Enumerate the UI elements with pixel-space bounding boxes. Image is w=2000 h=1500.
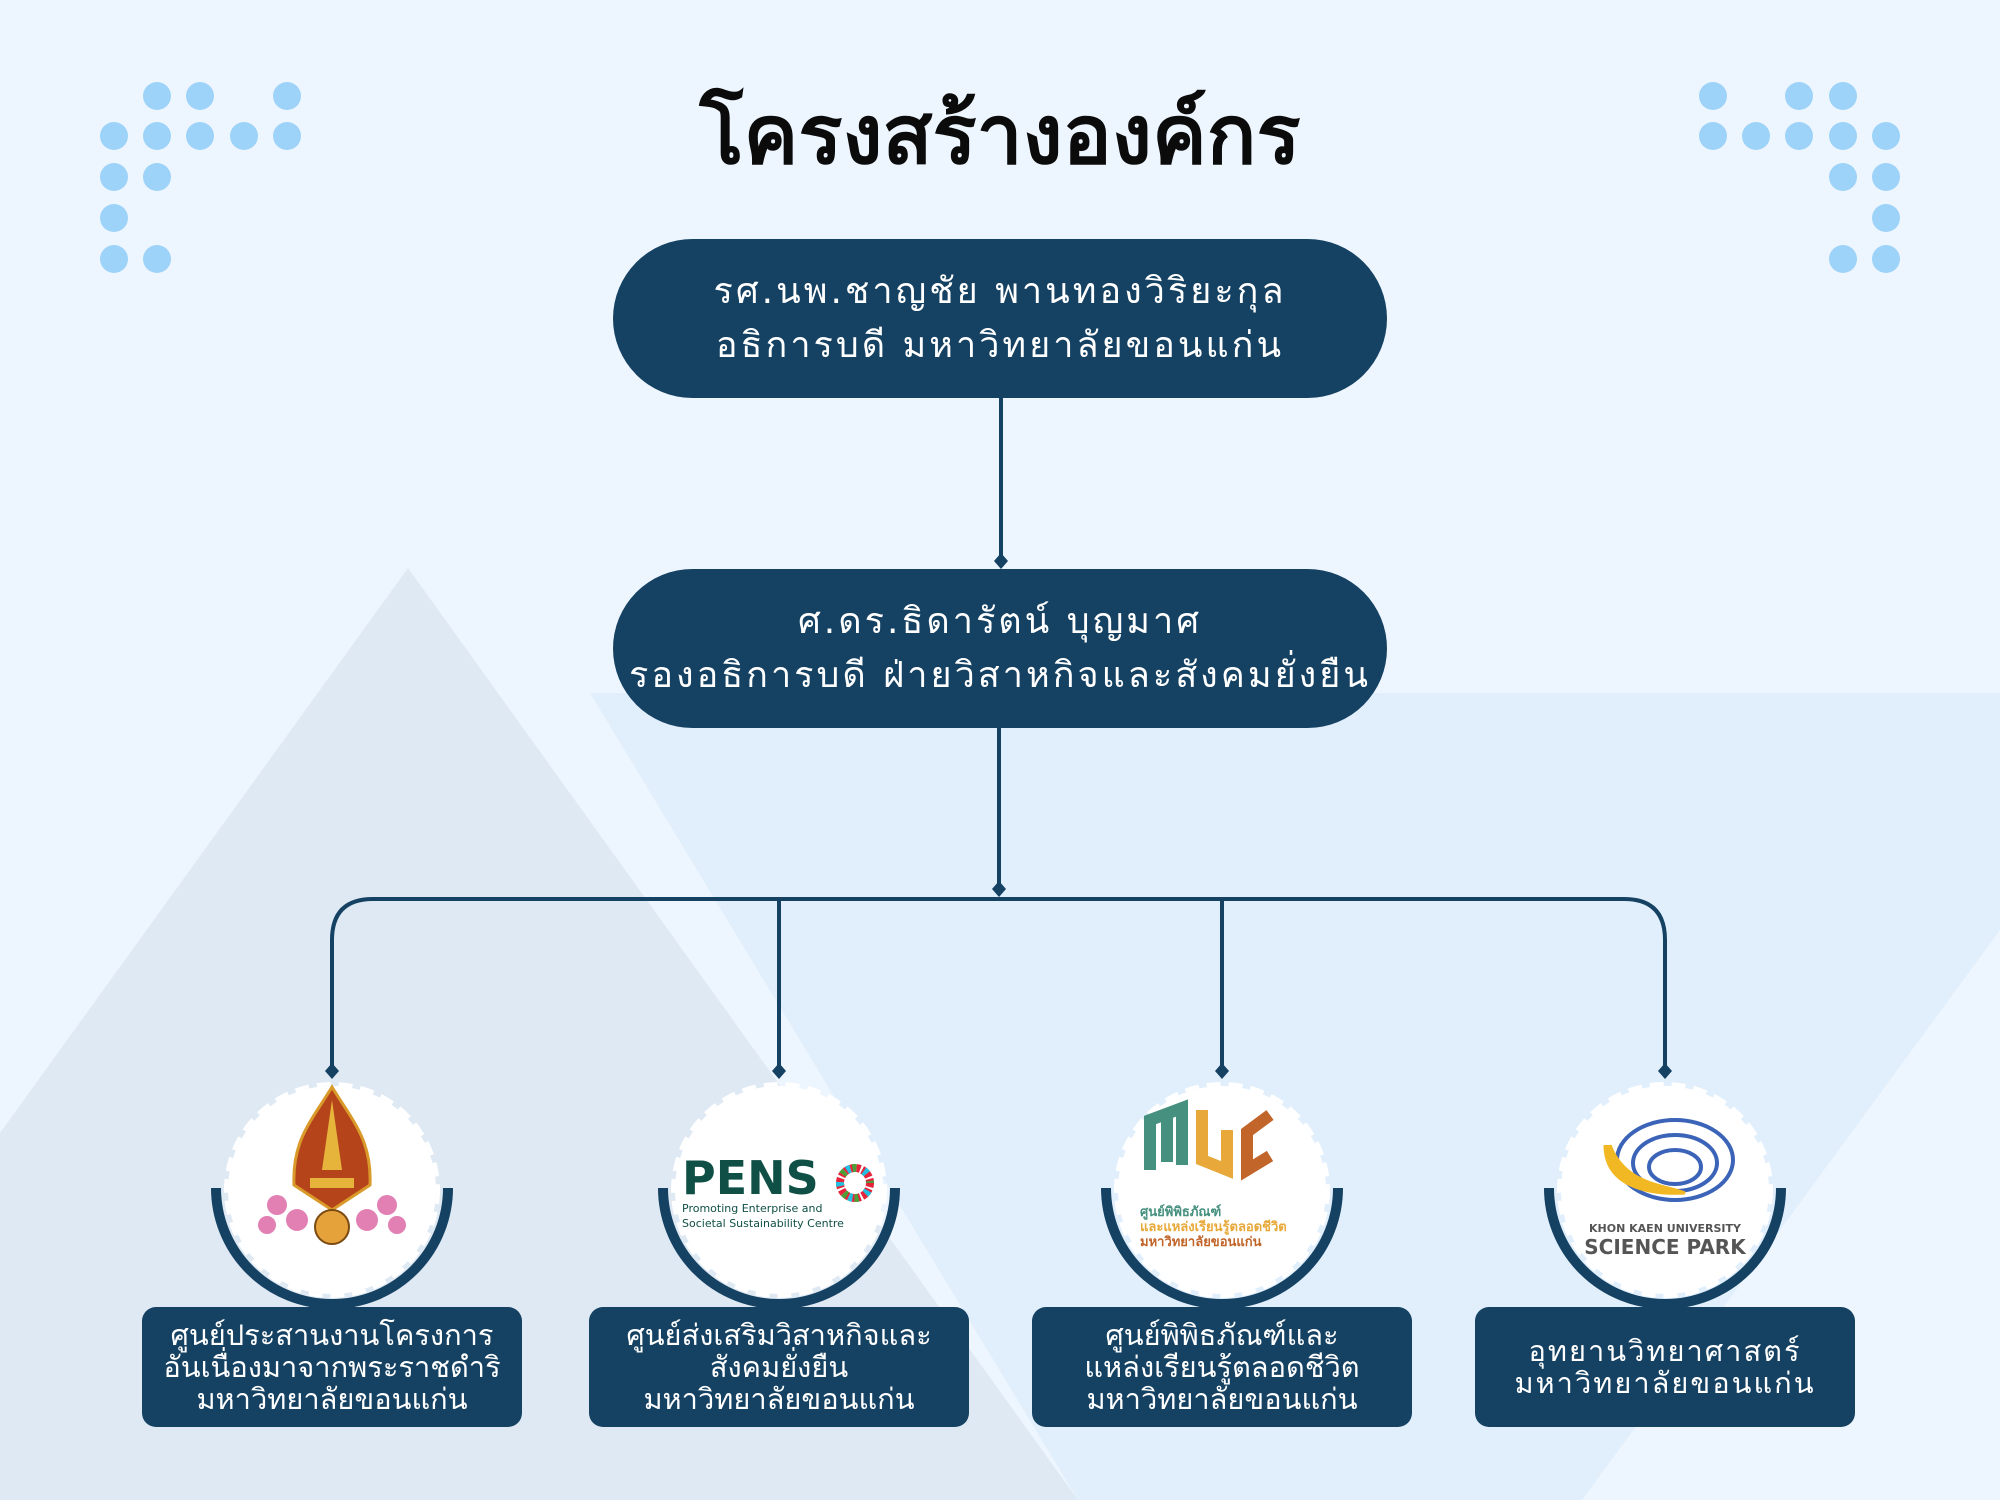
decor-dot [143,122,171,150]
decor-dot [1785,82,1813,110]
unit-label-line: มหาวิทยาลัยขอนแก่น [1514,1366,1816,1400]
science-park-text-2: SCIENCE PARK [1584,1235,1746,1259]
decor-dot [100,122,128,150]
royal-projects-seal-icon [258,1084,406,1245]
president-position: อธิการบดี มหาวิทยาลัยขอนแก่น [715,324,1285,366]
sdg-wheel-icon [836,1164,874,1202]
decor-dot [273,122,301,150]
decor-dot [1872,245,1900,273]
vice-president-name: ศ.ดร.ธิดารัตน์ บุญมาศ [797,600,1203,642]
decor-dot [186,82,214,110]
penso-tagline-2: Societal Sustainability Centre [682,1217,844,1230]
unit-label-line: ศูนย์ประสานงานโครงการ [170,1318,494,1352]
science-park-text-1: KHON KAEN UNIVERSITY [1589,1222,1741,1235]
decor-dot [143,245,171,273]
decor-dot [1699,122,1727,150]
president-name: รศ.นพ.ชาญชัย พานทองวิริยะกุล [713,270,1287,312]
decor-dot [1872,204,1900,232]
decor-dot [100,163,128,191]
mlc-text-3: มหาวิทยาลัยขอนแก่น [1140,1235,1262,1250]
connectors [330,398,1667,1071]
unit-label-line: อันเนื่องมาจากพระราชดำริ [163,1350,501,1384]
penso-logo: PENS Promoting Enterprise and Societal S… [682,1155,882,1231]
page-title: โครงสร้างองค์กร [699,88,1301,183]
unit-museum: ศูนย์พิพิธภัณฑ์และ แหล่งเรียนรู้ตลอดชีวิ… [1032,1307,1412,1427]
decor-dot [273,82,301,110]
decor-dot [1872,163,1900,191]
mlc-text-2: และแหล่งเรียนรู้ตลอดชีวิต [1140,1220,1287,1235]
decor-dot [230,122,258,150]
decor-dot [1829,163,1857,191]
unit-label-line: มหาวิทยาลัยขอนแก่น [643,1382,915,1416]
mlc-logo: ศูนย์พิพิธภัณฑ์ และแหล่งเรียนรู้ตลอดชีวิ… [1140,1205,1320,1250]
unit-royal-projects: ศูนย์ประสานงานโครงการ อันเนื่องมาจากพระร… [142,1307,522,1427]
decor-dot [186,122,214,150]
science-park-logo: KHON KAEN UNIVERSITY SCIENCE PARK [1575,1222,1755,1258]
president-node: รศ.นพ.ชาญชัย พานทองวิริยะกุล อธิการบดี ม… [613,239,1387,398]
unit-label-line: มหาวิทยาลัยขอนแก่น [196,1382,468,1416]
unit-label-line: สังคมยั่งยืน [709,1350,849,1384]
decor-dot [1699,82,1727,110]
decor-dot [100,204,128,232]
connector-diamonds [325,553,1672,1079]
unit-label-line: ศูนย์พิพิธภัณฑ์และ [1105,1318,1339,1352]
unit-label-line: ศูนย์ส่งเสริมวิสาหกิจและ [626,1318,932,1352]
decor-dot [1742,122,1770,150]
unit-penso: ศูนย์ส่งเสริมวิสาหกิจและ สังคมยั่งยืน มห… [589,1307,969,1427]
mlc-mark-icon [1144,1099,1274,1181]
decor-dot [1829,245,1857,273]
mlc-text-1: ศูนย์พิพิธภัณฑ์ [1140,1205,1222,1220]
penso-name: PENS [682,1151,819,1205]
decor-dot [1829,122,1857,150]
unit-label-line: แหล่งเรียนรู้ตลอดชีวิต [1084,1350,1360,1384]
decor-dot [143,163,171,191]
science-park-swirl-icon [1603,1118,1735,1202]
vice-president-position: รองอธิการบดี ฝ่ายวิสาหกิจและสังคมยั่งยืน [629,654,1371,696]
decor-dot [1785,122,1813,150]
decor-dot [100,245,128,273]
unit-label-line: อุทยานวิทยาศาสตร์ [1528,1334,1802,1368]
unit-label-line: มหาวิทยาลัยขอนแก่น [1086,1382,1358,1416]
vice-president-node: ศ.ดร.ธิดารัตน์ บุญมาศ รองอธิการบดี ฝ่ายว… [613,569,1387,728]
decor-dot [143,82,171,110]
penso-tagline-1: Promoting Enterprise and [682,1202,823,1215]
decor-dot [1872,122,1900,150]
decor-dot [1829,82,1857,110]
unit-science-park: อุทยานวิทยาศาสตร์ มหาวิทยาลัยขอนแก่น [1475,1307,1855,1427]
